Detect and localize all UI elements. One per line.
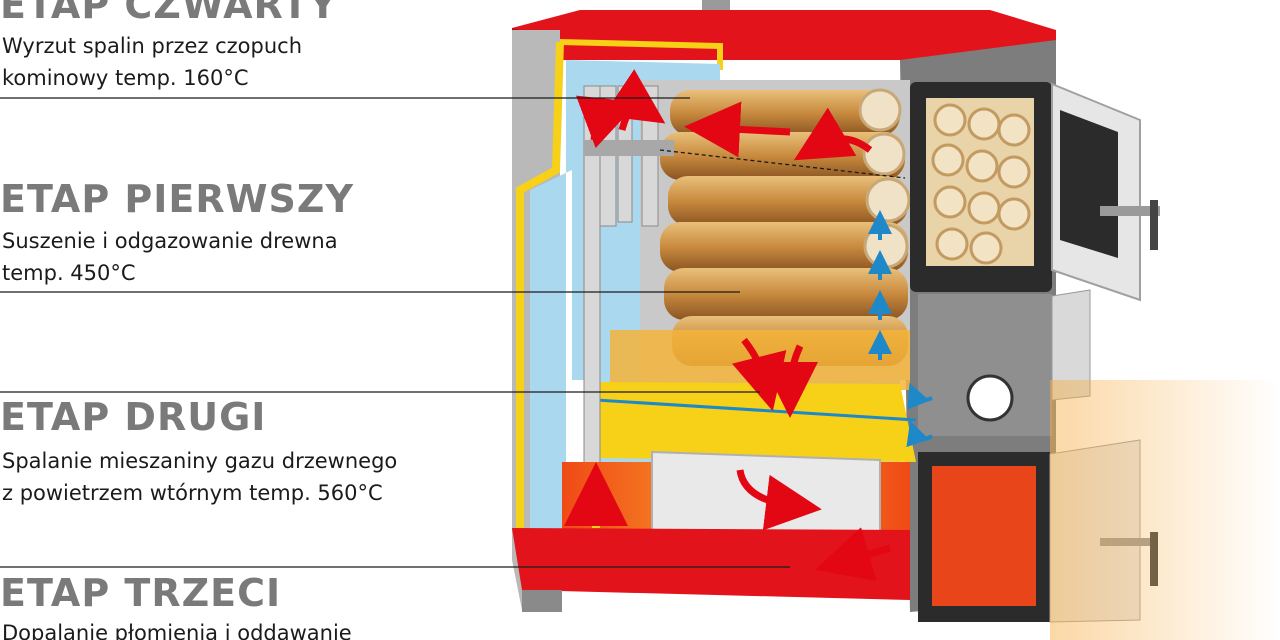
stage-2-desc-line-2: z powietrzem wtórnym temp. 560°C xyxy=(2,481,383,505)
middle-door xyxy=(918,289,1091,436)
air-flow-arrows xyxy=(868,210,933,448)
stage-4-description: Wyrzut spalin przez czopuch kominowy tem… xyxy=(2,30,302,94)
flue-gas-flow-arrows xyxy=(575,69,891,582)
heat-glow xyxy=(1050,380,1280,640)
upper-door-leaf xyxy=(1051,82,1160,302)
stage-2-title: ETAP DRUGI xyxy=(0,395,267,439)
stage-4-desc-line-1: Wyrzut spalin przez czopuch xyxy=(2,34,303,58)
stage-1-title: ETAP PIERWSZY xyxy=(0,177,354,221)
stage-4-title: ETAP CZWARTY xyxy=(0,0,338,27)
grate-plate xyxy=(592,382,916,462)
boiler-base xyxy=(512,528,910,600)
stage-2-description: Spalanie mieszaniny gazu drzewnego z pow… xyxy=(2,445,397,509)
stage-3-desc-line-1: Dopalanie płomienia i oddawanie xyxy=(2,621,352,640)
stage-2-desc-line-1: Spalanie mieszaniny gazu drzewnego xyxy=(2,449,398,473)
stage-3-title: ETAP TRZECI xyxy=(0,571,282,615)
upper-door xyxy=(910,82,1052,292)
stage-3-description: Dopalanie płomienia i oddawanie xyxy=(2,617,352,640)
stage-4-desc-line-2: kominowy temp. 160°C xyxy=(2,66,249,90)
stage-1-desc-line-2: temp. 450°C xyxy=(2,261,136,285)
leader-lines xyxy=(0,97,906,568)
stage-1-desc-line-1: Suszenie i odgazowanie drewna xyxy=(2,229,338,253)
stage-1-description: Suszenie i odgazowanie drewna temp. 450°… xyxy=(2,225,338,289)
top-lid xyxy=(512,10,1056,60)
